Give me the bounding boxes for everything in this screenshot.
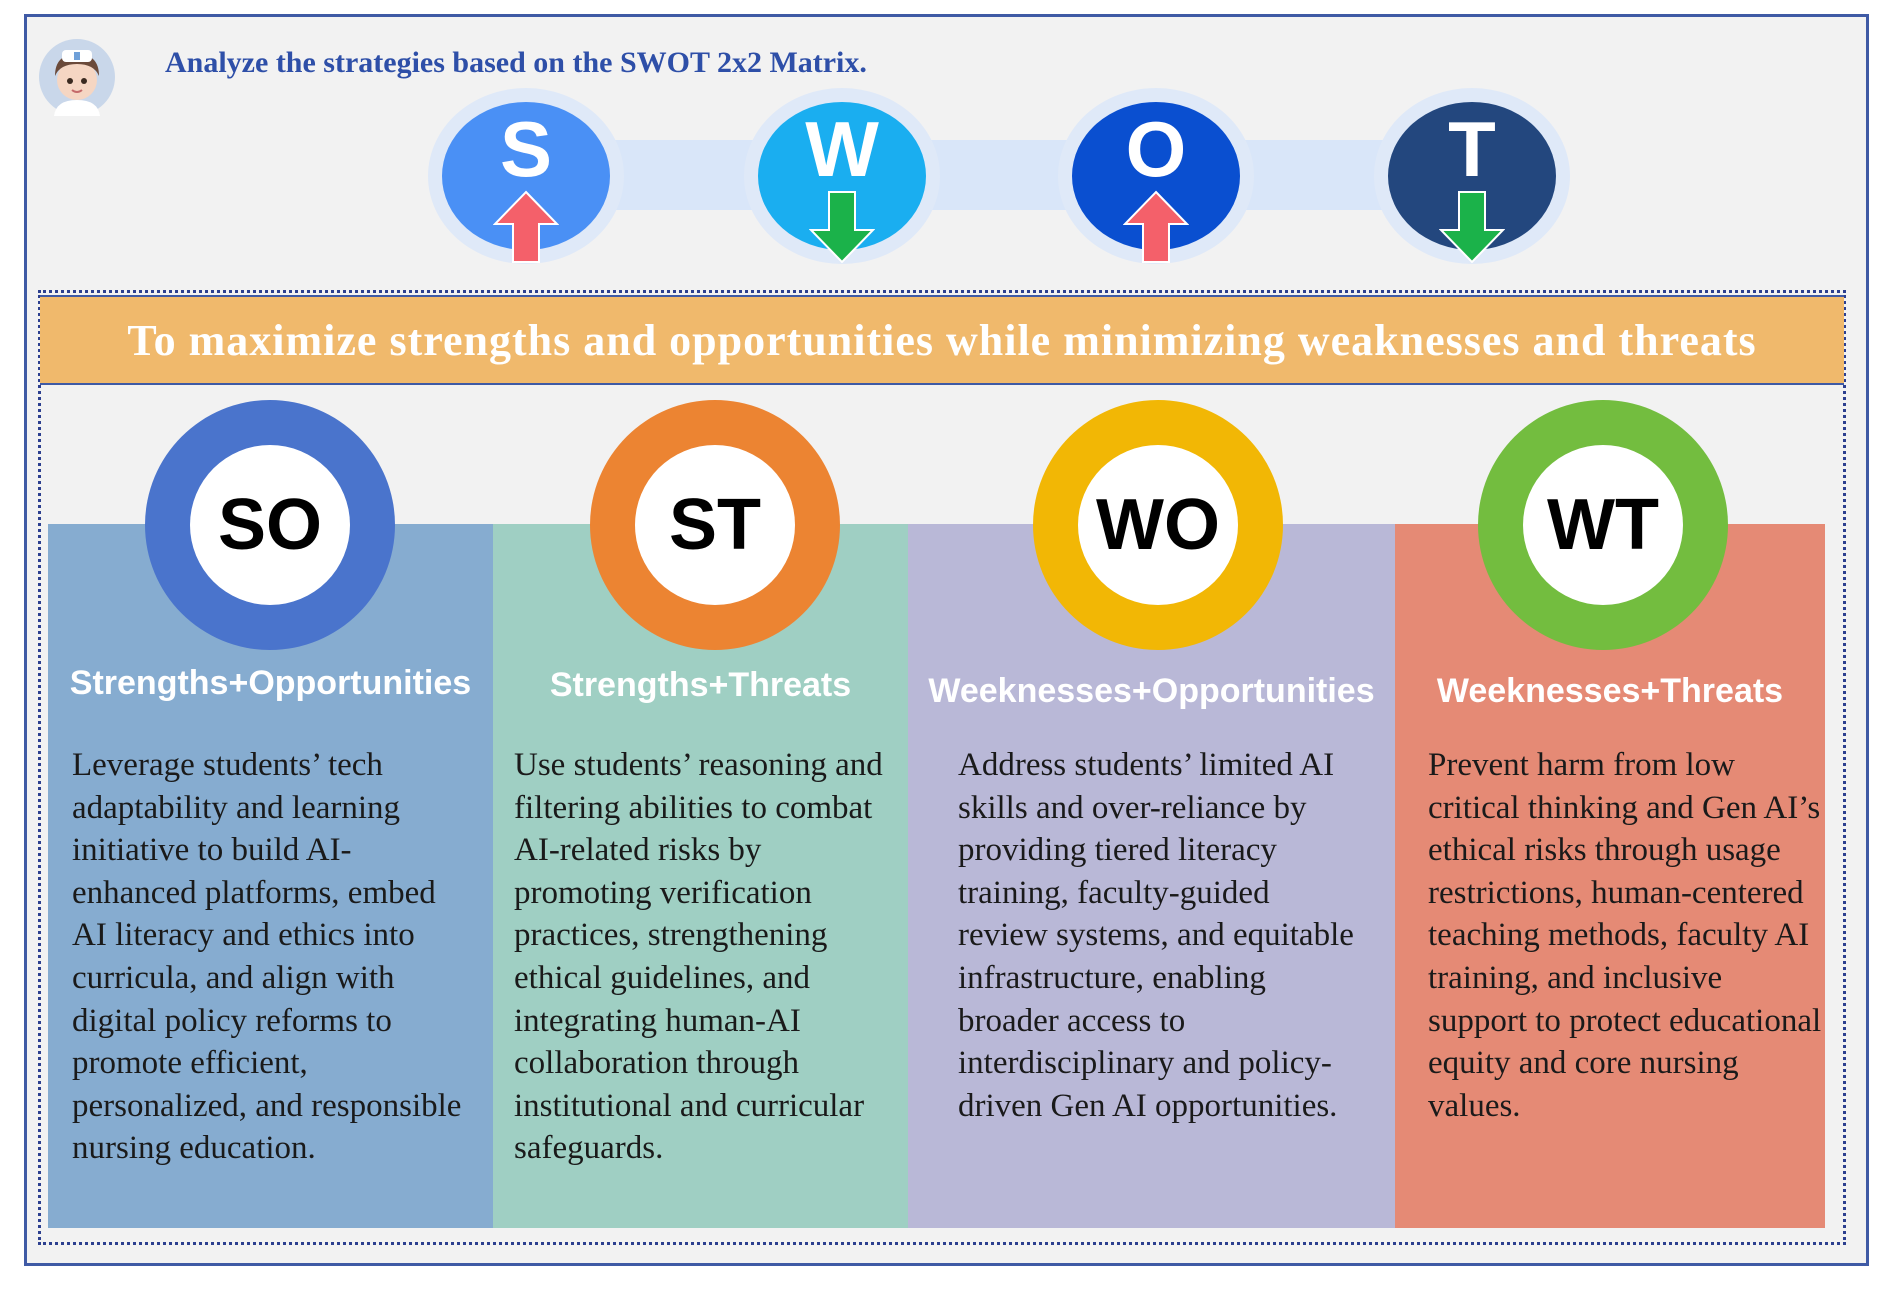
- swot-letter: W: [805, 105, 879, 193]
- strategy-ring-center: WT: [1523, 445, 1683, 605]
- swot-circle-o: O: [1058, 88, 1254, 264]
- swot-letter: O: [1125, 105, 1187, 193]
- strategy-heading: Strengths+Threats: [549, 666, 852, 704]
- strategy-ring-wt: WT: [1478, 400, 1728, 650]
- strategy-ring-center: WO: [1078, 445, 1238, 605]
- swot-circle-s: S: [428, 88, 624, 264]
- strategy-body: Prevent harm from low critical thinking …: [1428, 747, 1822, 1124]
- strategies-panel: [38, 290, 1846, 1245]
- nurse-avatar-icon: [39, 39, 115, 116]
- page-title: Analyze the strategies based on the SWOT…: [165, 46, 867, 79]
- banner-text: To maximize strengths and opportunities …: [127, 315, 1757, 365]
- strategy-ring-center: SO: [190, 445, 350, 605]
- arrow-down-icon: [1439, 191, 1505, 264]
- strategy-ring-wo: WO: [1033, 400, 1283, 650]
- strategy-ring-so: SO: [145, 400, 395, 650]
- swot-connector-band: [460, 140, 1500, 210]
- strategy-code: WT: [1547, 485, 1659, 565]
- strategy-ring-st: ST: [590, 400, 840, 650]
- strategy-body: Leverage students’ tech adaptability and…: [72, 747, 462, 1167]
- goal-banner: To maximize strengths and opportunities …: [40, 295, 1844, 385]
- strategy-heading: Strengths+Opportunities: [69, 664, 472, 702]
- arrow-down-icon: [809, 191, 875, 264]
- arrow-up-icon: [1123, 190, 1189, 263]
- strategy-heading: Weeknesses+Opportunities: [928, 672, 1375, 710]
- swot-letter: S: [499, 105, 553, 193]
- swot-letter: T: [1448, 105, 1496, 193]
- strategy-heading: Weeknesses+Threats: [1436, 672, 1784, 710]
- arrow-up-icon: [493, 190, 559, 263]
- strategy-code: ST: [668, 485, 761, 565]
- strategy-body: Use students’ reasoning and filtering ab…: [514, 747, 883, 1167]
- strategy-ring-center: ST: [635, 445, 795, 605]
- strategy-code: WO: [1096, 485, 1220, 565]
- swot-circle-t: T: [1374, 88, 1570, 264]
- swot-circle-w: W: [744, 88, 940, 264]
- strategy-code: SO: [217, 485, 323, 565]
- strategy-body: Address students’ limited AI skills and …: [958, 747, 1354, 1124]
